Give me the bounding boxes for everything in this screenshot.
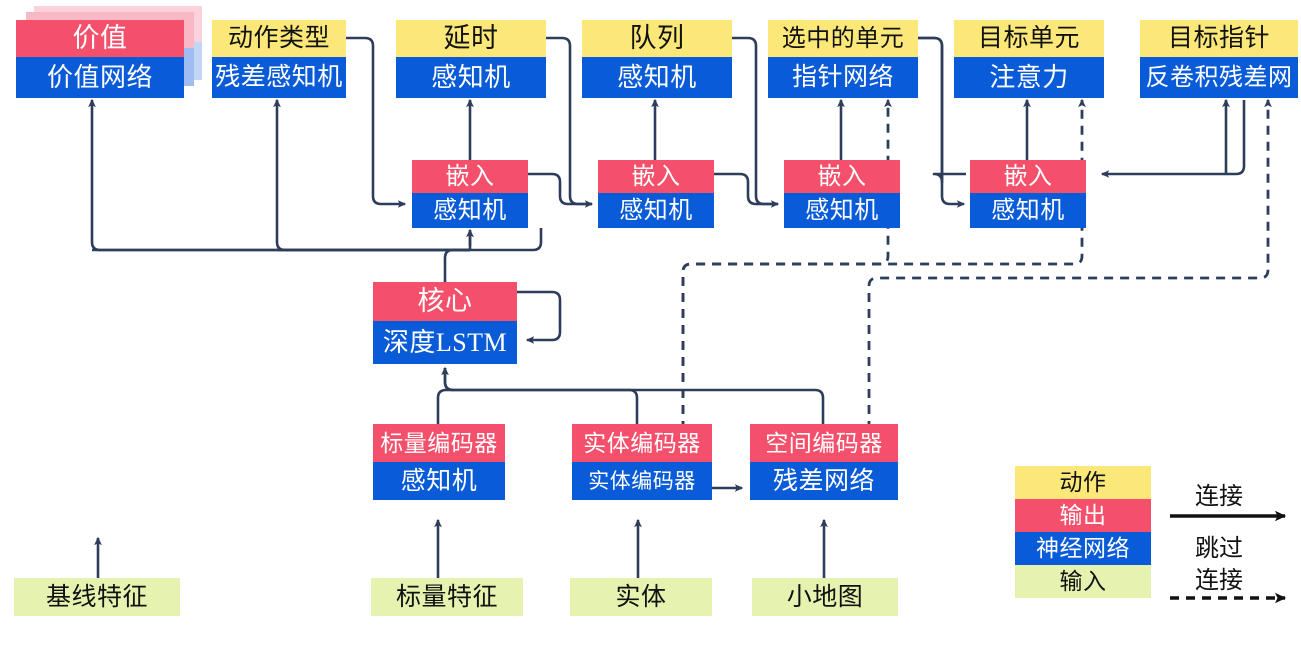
head-delay-network-label: 感知机 [396,57,546,98]
legend-swatch-network: 神经网络 [1015,532,1151,565]
head-queued[interactable]: 队列 感知机 [582,20,732,98]
core-output-label: 核心 [373,282,517,321]
encoder-scalar-network-label: 感知机 [373,462,505,500]
input-baseline-features-label: 基线特征 [14,578,180,616]
embed-target-unit[interactable]: 嵌入 感知机 [970,160,1086,228]
head-value-network-label: 价值网络 [16,57,184,98]
legend: 动作 输出 神经网络 输入 连接 跳过 连接 [1015,466,1301,616]
head-target-unit-network-label: 注意力 [954,57,1104,98]
embed-delay[interactable]: 嵌入 感知机 [412,160,528,228]
head-value[interactable]: 价值 价值网络 [16,20,184,98]
legend-skip-label-line2: 连接 [1195,568,1243,594]
core-network-label: 深度LSTM [373,321,517,364]
legend-swatch-output: 输出 [1015,499,1151,532]
head-value-action-label: 价值 [16,20,184,57]
input-entities-label: 实体 [570,578,712,616]
encoder-entity-output-label: 实体编码器 [572,424,712,462]
embed-delay-output-label: 嵌入 [412,160,528,193]
input-entities[interactable]: 实体 [570,578,712,616]
head-action-type-network-label: 残差感知机 [212,57,346,98]
head-target-unit-action-label: 目标单元 [954,20,1104,57]
legend-skip-label-line1: 跳过 [1195,536,1243,562]
encoder-spatial[interactable]: 空间编码器 残差网络 [750,424,898,500]
embed-queued-network-label: 感知机 [598,193,714,228]
embed-target-unit-network-label: 感知机 [970,193,1086,228]
input-scalar-features-label: 标量特征 [371,578,523,616]
legend-connection-label: 连接 [1195,484,1243,510]
encoder-spatial-network-label: 残差网络 [750,462,898,500]
head-delay[interactable]: 延时 感知机 [396,20,546,98]
head-selected-units-action-label: 选中的单元 [768,20,918,57]
input-scalar-features[interactable]: 标量特征 [371,578,523,616]
legend-swatch-input: 输入 [1015,565,1151,598]
head-selected-units-network-label: 指针网络 [768,57,918,98]
encoder-entity-network-label: 实体编码器 [572,462,712,500]
embed-selected-units-network-label: 感知机 [784,193,900,228]
head-target-point-network-label: 反卷积残差网 [1140,57,1298,98]
head-selected-units[interactable]: 选中的单元 指针网络 [768,20,918,98]
head-queued-action-label: 队列 [582,20,732,57]
embed-delay-network-label: 感知机 [412,193,528,228]
embed-target-unit-output-label: 嵌入 [970,160,1086,193]
legend-arrow-glyphs [1170,510,1287,604]
head-queued-network-label: 感知机 [582,57,732,98]
head-action-type[interactable]: 动作类型 残差感知机 [212,20,346,98]
head-action-type-action-label: 动作类型 [212,20,346,57]
embed-selected-units[interactable]: 嵌入 感知机 [784,160,900,228]
legend-swatches: 动作 输出 神经网络 输入 [1015,466,1151,598]
encoder-scalar-output-label: 标量编码器 [373,424,505,462]
head-delay-action-label: 延时 [396,20,546,57]
embed-queued[interactable]: 嵌入 感知机 [598,160,714,228]
encoder-scalar[interactable]: 标量编码器 感知机 [373,424,505,500]
legend-swatch-action: 动作 [1015,466,1151,499]
input-minimap-label: 小地图 [752,578,898,616]
encoder-entity[interactable]: 实体编码器 实体编码器 [572,424,712,500]
head-target-point-action-label: 目标指针 [1140,20,1298,57]
legend-arrows: 连接 跳过 连接 [1167,466,1301,616]
core-lstm[interactable]: 核心 深度LSTM [373,282,517,364]
head-target-point[interactable]: 目标指针 反卷积残差网 [1140,20,1298,98]
embed-queued-output-label: 嵌入 [598,160,714,193]
embed-selected-units-output-label: 嵌入 [784,160,900,193]
encoder-spatial-output-label: 空间编码器 [750,424,898,462]
input-minimap[interactable]: 小地图 [752,578,898,616]
head-target-unit[interactable]: 目标单元 注意力 [954,20,1104,98]
input-baseline-features[interactable]: 基线特征 [14,578,180,616]
